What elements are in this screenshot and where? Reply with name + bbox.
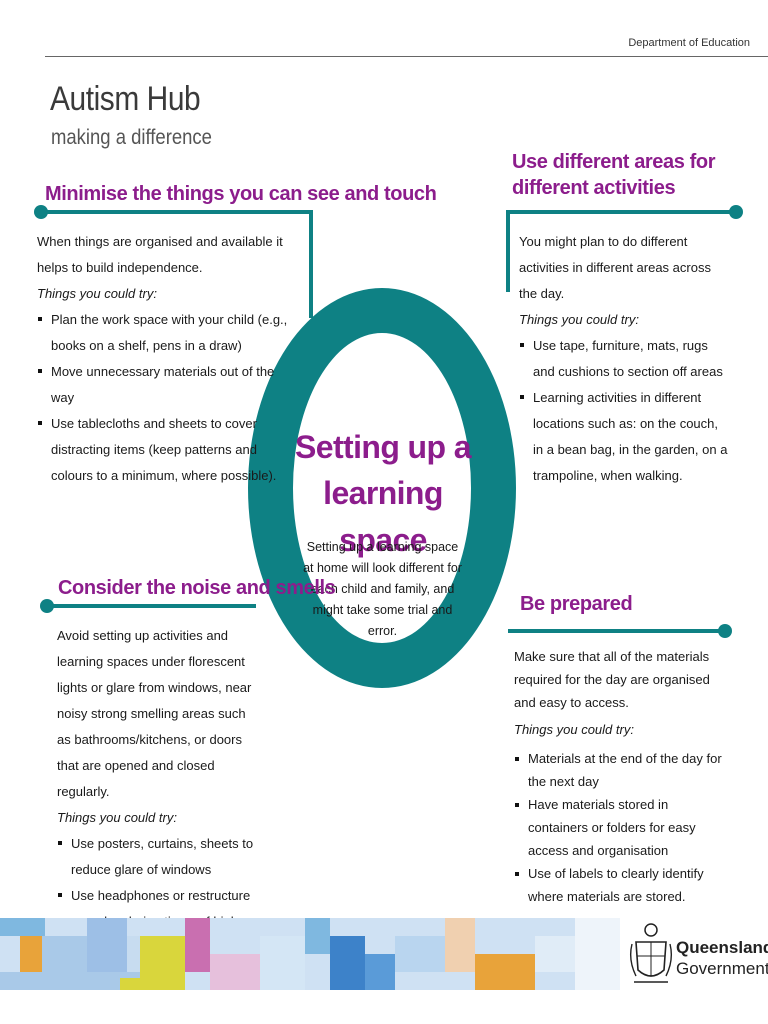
list-item: Move unnecessary materials out of the wa… (37, 359, 299, 411)
center-title: Setting up a learning space (295, 429, 472, 558)
hub-subtitle: making a difference (51, 126, 212, 149)
connector-dot-top-right (729, 205, 743, 219)
list-item: Learning activities in different locatio… (519, 385, 729, 489)
section-prepared: Make sure that all of the materials requ… (514, 645, 724, 908)
connector-top-left-vertical (309, 210, 313, 318)
heading-minimise: Minimise the things you can see and touc… (45, 183, 437, 205)
try-label: Things you could try: (57, 810, 177, 825)
list-item: Use tape, furniture, mats, rugs and cush… (519, 333, 729, 385)
connector-dot-bottom-left (40, 599, 54, 613)
list-item: Materials at the end of the day for the … (514, 747, 724, 793)
list-item: Have materials stored in containers or f… (514, 793, 724, 862)
connector-dot-bottom-right (718, 624, 732, 638)
list-item: Use tablecloths and sheets to cover dist… (37, 411, 299, 489)
list-item: Plan the work space with your child (e.g… (37, 307, 299, 359)
queensland-crest-icon (629, 923, 673, 983)
section-minimise: When things are organised and available … (37, 229, 299, 489)
header-divider (45, 56, 768, 57)
department-label: Department of Education (628, 37, 750, 49)
hub-title: Autism Hub (50, 80, 201, 118)
center-description: Setting up a learning space at home will… (303, 540, 462, 638)
heading-areas: Use different areas for different activi… (512, 151, 716, 199)
intro-text: You might plan to do different activitie… (519, 234, 711, 301)
section-areas: You might plan to do different activitie… (519, 229, 729, 489)
heading-noise: Consider the noise and smells (58, 577, 336, 599)
intro-text: When things are organised and available … (37, 234, 283, 275)
list-item: Use of labels to clearly identify where … (514, 862, 724, 908)
intro-text: Avoid setting up activities and learning… (57, 628, 252, 799)
connector-top-right (508, 210, 736, 214)
queensland-government-logo: Queensland Government (676, 938, 768, 978)
section-noise: Avoid setting up activities and learning… (57, 623, 257, 961)
connector-dot-top-left (34, 205, 48, 219)
heading-prepared: Be prepared (520, 593, 633, 615)
try-label: Things you could try: (519, 312, 639, 327)
footer-color-strip (0, 918, 620, 990)
try-label: Things you could try: (37, 286, 157, 301)
intro-text: Make sure that all of the materials requ… (514, 649, 710, 710)
connector-bottom-right (508, 629, 726, 633)
connector-top-right-vertical (506, 210, 510, 292)
try-label: Things you could try: (514, 722, 634, 737)
connector-bottom-left (46, 604, 256, 608)
list-item: Use posters, curtains, sheets to reduce … (57, 831, 257, 883)
connector-top-left (40, 210, 312, 214)
